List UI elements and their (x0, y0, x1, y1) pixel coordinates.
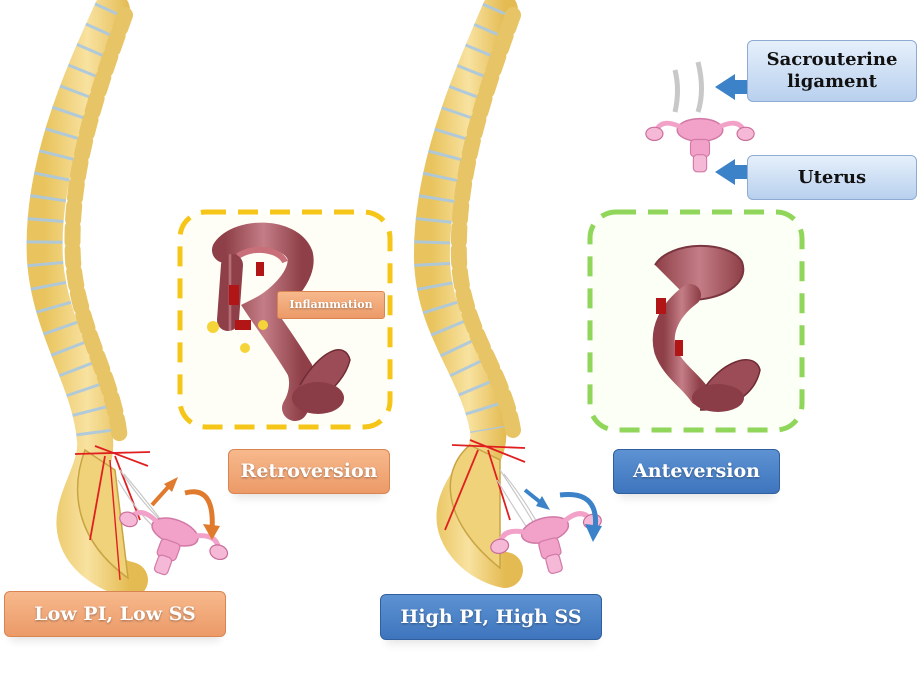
arrow-to-uterus (715, 159, 752, 185)
spine-left (26, 0, 148, 598)
uterus-anteverted (652, 244, 761, 412)
legend-ligament-strands (672, 61, 704, 113)
legend-uterus (646, 119, 754, 172)
pelvic-angle-lines-left (74, 445, 151, 581)
uterus-retroverted (207, 222, 351, 421)
high-pi-high-ss-label: High PI, High SS (380, 594, 602, 640)
inflammation-label: Inflammation (277, 291, 385, 319)
orange-arrow-straight (150, 477, 178, 507)
low-pi-low-ss-label: Low PI, Low SS (4, 591, 226, 637)
pelvic-angle-lines-right (444, 439, 526, 531)
anteversion-label: Anteversion (613, 449, 780, 494)
sacrouterine-ligament-label: Sacrouterine ligament (747, 40, 917, 102)
blue-arrow-straight (523, 488, 550, 510)
retroversion-label: Retroversion (228, 449, 390, 494)
uterus-label: Uterus (747, 155, 917, 200)
orange-arrow-curved (184, 489, 220, 540)
spine-right (413, 0, 523, 588)
blue-arrow-curved (559, 491, 602, 542)
arrow-to-ligament (715, 74, 752, 100)
